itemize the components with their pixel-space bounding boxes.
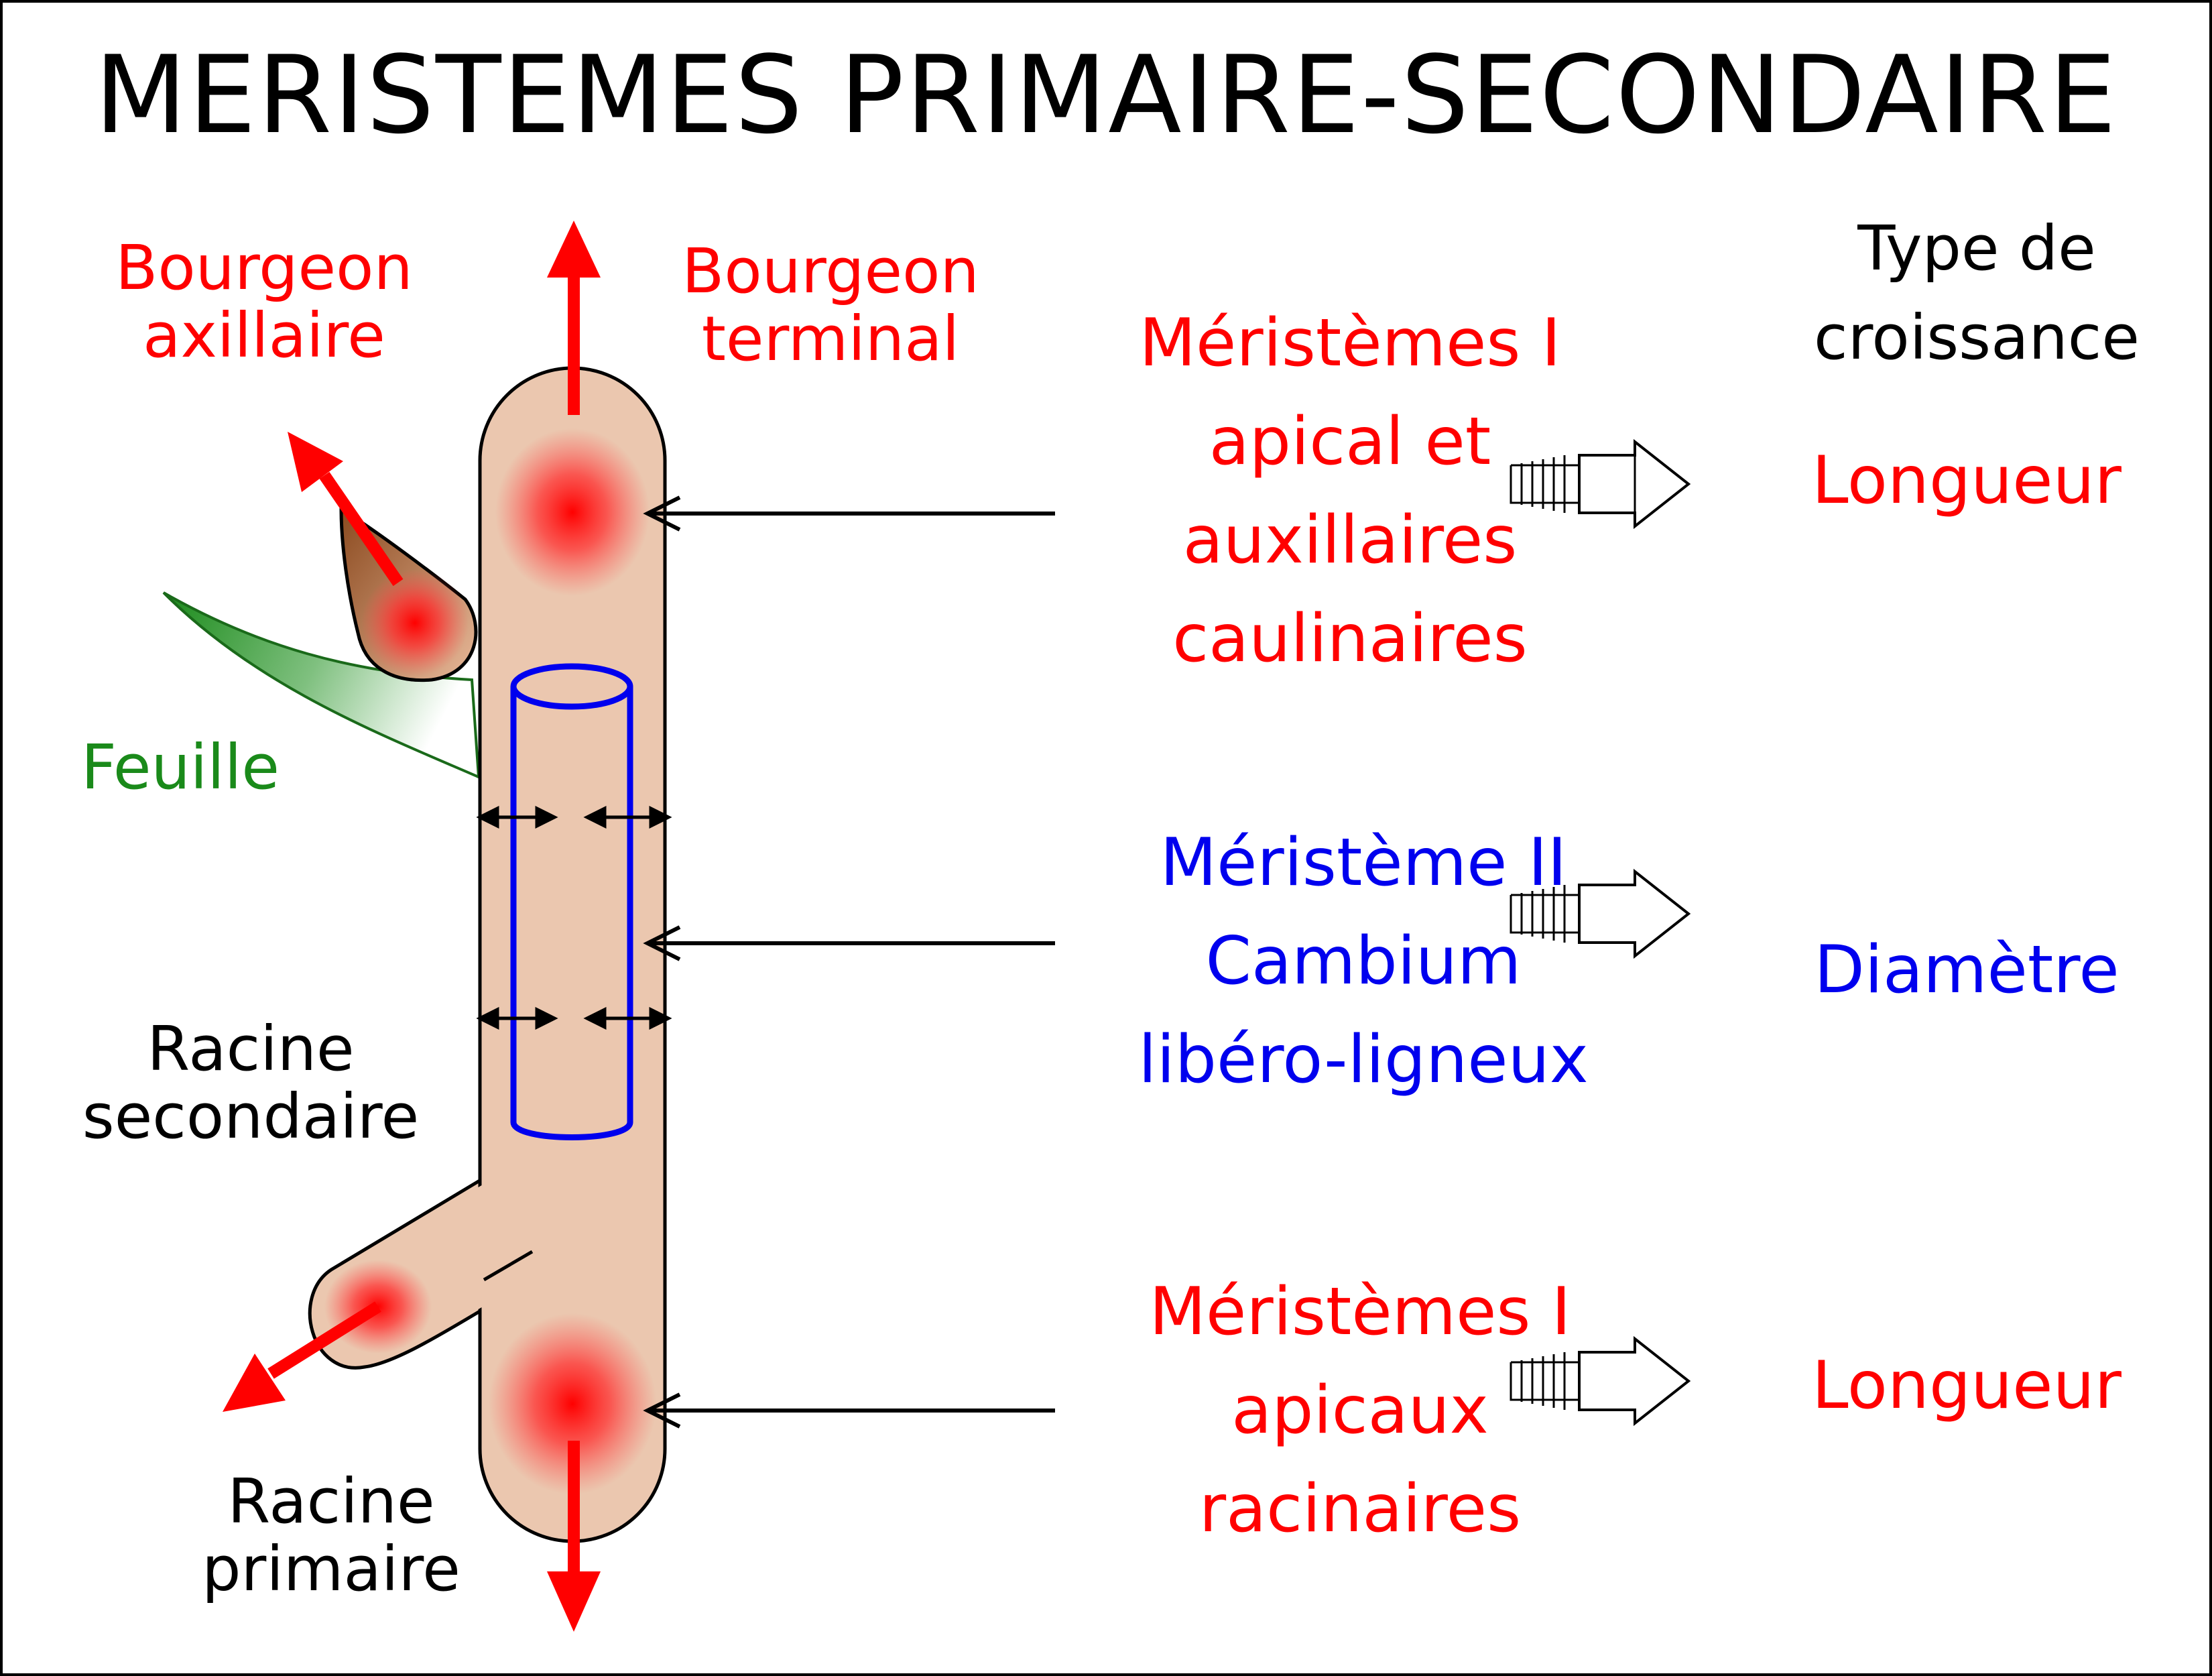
pointer-arrows <box>643 495 1055 1429</box>
axillary-bud-label: Bourgeon axillaire <box>115 232 413 372</box>
implies-arrow-tail <box>1510 455 1636 1410</box>
radial-growth-arrows <box>476 805 672 1030</box>
growth-type-header: Type de croissance <box>1814 213 2140 374</box>
root-meristem-label: Méristèmes I apicaux racinaires <box>1149 1274 1571 1547</box>
cambium-label: Méristème II Cambium libéro-ligneux <box>1138 825 1589 1098</box>
page-title: MERISTEMES PRIMAIRE-SECONDAIRE <box>94 32 2118 158</box>
leaf-label: Feuille <box>80 731 280 803</box>
growth-length-top: Longueur <box>1812 442 2122 519</box>
primary-root-label: Racine primaire <box>202 1465 460 1606</box>
growth-direction-arrows <box>223 221 601 1632</box>
apical-stem-meristem <box>495 428 650 596</box>
growth-length-bottom: Longueur <box>1812 1348 2122 1424</box>
apical-root-meristem <box>489 1313 656 1494</box>
terminal-bud-label: Bourgeon terminal <box>682 235 979 375</box>
cambium-cylinder <box>510 663 633 1140</box>
axillary-meristem <box>361 569 469 676</box>
secondary-root-label: Racine secondaire <box>82 1013 420 1153</box>
growth-diameter: Diamètre <box>1814 932 2119 1008</box>
plant-diagram <box>162 221 1691 1632</box>
caulinary-meristem-label: Méristèmes I apical et auxillaires cauli… <box>1139 305 1561 677</box>
